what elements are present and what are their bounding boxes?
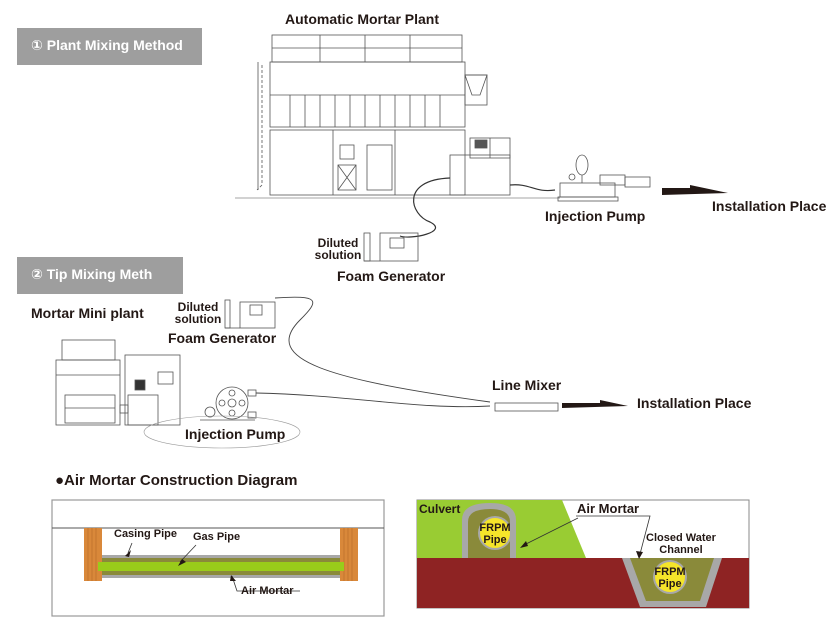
hose-foam-to-line-mixer <box>274 296 491 403</box>
arrow-to-installation-place-2 <box>562 400 628 408</box>
closed-line1: Closed Water <box>646 532 716 544</box>
diluted-line1: Diluted <box>317 236 359 250</box>
casing-pipe-label: Casing Pipe <box>114 528 177 540</box>
hose-loop-injection-pump <box>143 415 301 449</box>
closed-line2: Channel <box>659 544 703 556</box>
foam-generator-drawing-2 <box>224 299 276 329</box>
frpm-line1: FRPM <box>479 522 511 534</box>
culvert-diagram <box>416 499 750 609</box>
foam-generator-label-2: Foam Generator <box>168 330 277 346</box>
arrow-to-installation-place-1 <box>662 185 728 195</box>
tip-mixing-method-tag: ② Tip Mixing Meth <box>17 257 183 294</box>
foam-generator-drawing-1 <box>363 232 419 262</box>
hose-pump-to-line-mixer <box>255 392 491 408</box>
casing-pipe-diagram <box>51 499 385 617</box>
diluted-line2: solution <box>314 248 362 262</box>
diluted-solution-label-1: Diluted solution <box>312 237 364 261</box>
foam-generator-label-1: Foam Generator <box>337 268 446 284</box>
automatic-mortar-plant-drawing <box>235 34 560 199</box>
installation-place-label-2: Installation Place <box>637 395 752 411</box>
frpm-line2: Pipe <box>483 534 507 546</box>
installation-place-label-1: Installation Place <box>712 198 827 214</box>
frpm-line2: Pipe <box>658 578 682 590</box>
mortar-mini-plant-label: Mortar Mini plant <box>31 305 144 321</box>
diluted-solution-label-2: Diluted solution <box>172 301 224 325</box>
hose-plant-to-injection-pump <box>509 184 556 192</box>
injection-pump-label-2: Injection Pump <box>185 426 286 442</box>
plant-mixing-method-tag: ① Plant Mixing Method <box>17 28 202 65</box>
diluted-line2: solution <box>174 312 222 326</box>
injection-pump-drawing-2 <box>200 386 257 421</box>
injection-pump-label-1: Injection Pump <box>545 208 646 224</box>
culvert-label: Culvert <box>419 502 461 516</box>
diluted-line1: Diluted <box>177 300 219 314</box>
frpm-pipe-label-culvert: FRPM Pipe <box>477 522 513 546</box>
frpm-line1: FRPM <box>654 566 686 578</box>
injection-pump-drawing <box>557 154 651 202</box>
gas-pipe-label: Gas Pipe <box>193 531 241 543</box>
line-mixer-label: Line Mixer <box>492 377 562 393</box>
construction-diagram-heading: ●Air Mortar Construction Diagram <box>55 472 298 489</box>
mortar-mini-plant-drawing <box>55 339 181 426</box>
automatic-mortar-plant-title: Automatic Mortar Plant <box>285 11 440 27</box>
hose-plant-to-foam-generator <box>399 177 451 238</box>
frpm-pipe-label-channel: FRPM Pipe <box>652 566 688 590</box>
air-mortar-label-left: Air Mortar <box>241 585 294 597</box>
closed-water-channel-label: Closed Water Channel <box>632 532 730 556</box>
line-mixer-drawing <box>494 402 559 412</box>
air-mortar-label-right: Air Mortar <box>577 501 640 516</box>
